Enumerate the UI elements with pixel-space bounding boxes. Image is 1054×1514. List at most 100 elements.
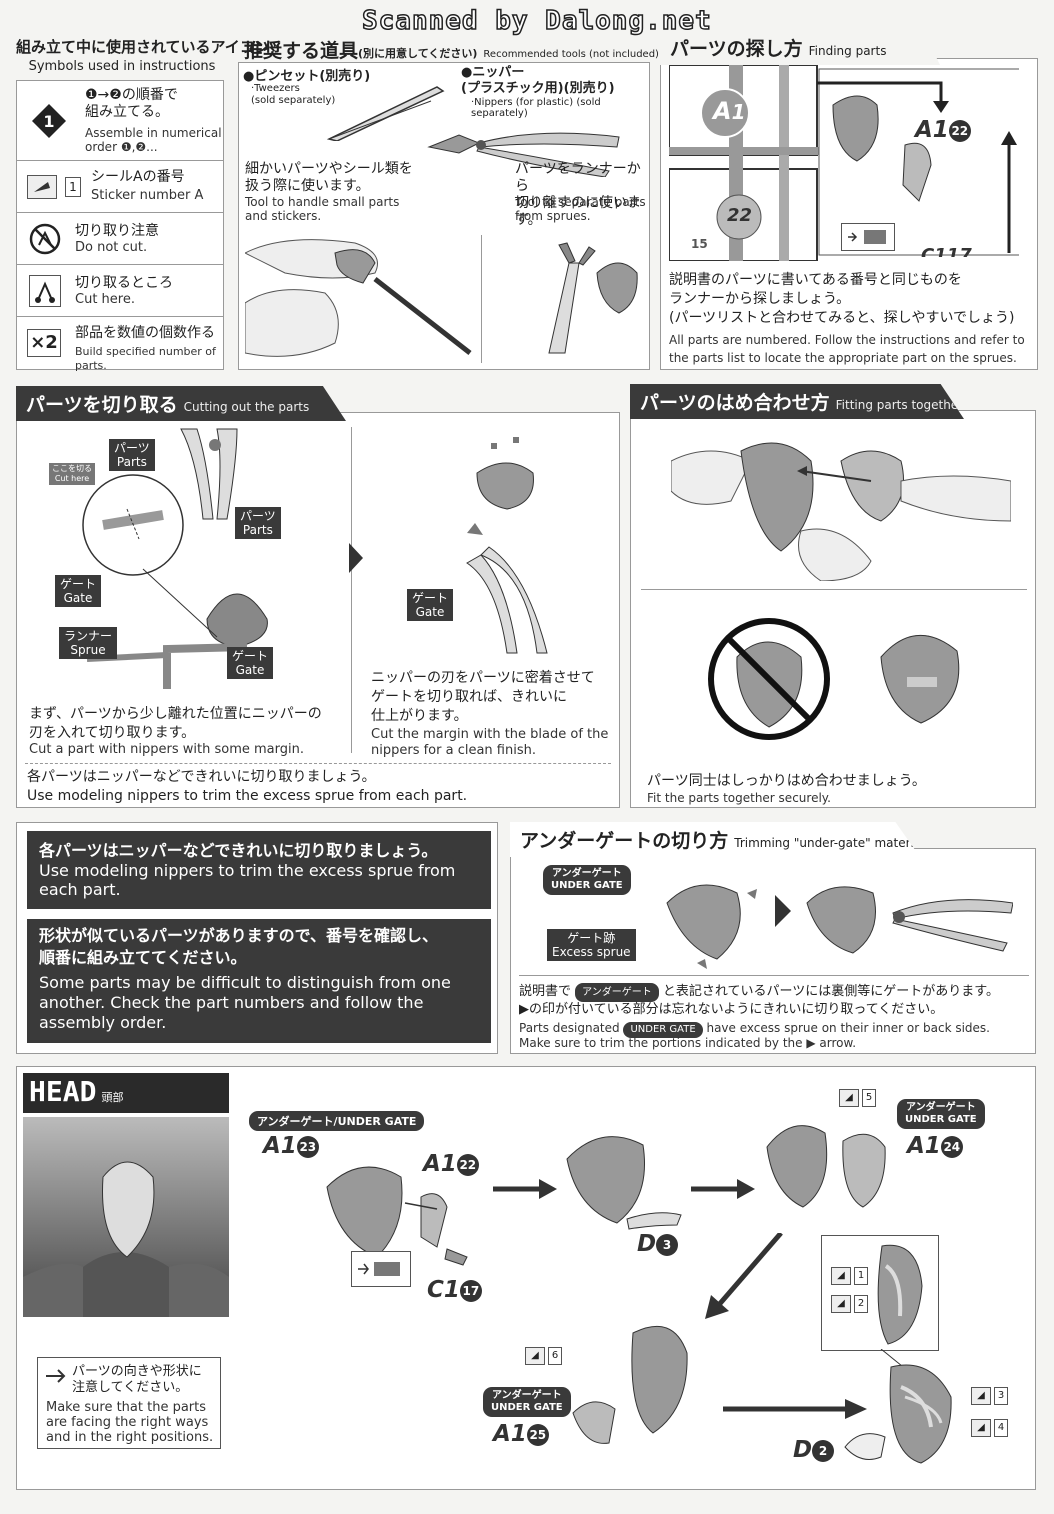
head-title-jp: 頭部: [101, 1091, 124, 1104]
head-arrow-4: [723, 1397, 867, 1421]
tweezers-usage-illustration: [245, 233, 475, 365]
cutting-step2-en: Cut the margin with the blade of the nip…: [371, 727, 609, 758]
cutting-step1-illustration: [47, 419, 337, 709]
nippers-label-en: ·Nippers (for plastic) (sold separately): [471, 97, 601, 119]
head-title-en: HEAD: [29, 1075, 97, 1108]
sticker-icon: ◢: [971, 1387, 991, 1405]
finding-desc-jp: 説明書のパーツに書いてある番号と同じものを ランナーから探しましょう。 (パーツ…: [669, 272, 1015, 326]
sticker-icon: ◢: [839, 1089, 859, 1107]
cutting-footer-divider: [25, 763, 611, 764]
sticker-icon: ◢: [971, 1419, 991, 1437]
fitting-divider: [641, 589, 1027, 590]
symbol-row-donotcut: 切り取り注意 Do not cut.: [17, 213, 223, 265]
head-sticker-6: ◢6: [525, 1347, 562, 1365]
head-location-image: [23, 1117, 229, 1317]
head-arrow-1: [493, 1177, 557, 1201]
cutting-next-arrow: [347, 543, 363, 573]
sticker-icon: ◢: [831, 1267, 851, 1285]
sticker-icon: ◢: [831, 1295, 851, 1313]
fitting-panel: パーツ同士はしっかりはめ合わせましょう。 Fit the parts toget…: [630, 410, 1036, 808]
notice-2-en: Some parts may be difficult to distingui…: [39, 973, 451, 1032]
head-cut-detail: [351, 1251, 411, 1287]
symbol-sticker-jp: シールAの番号: [91, 169, 185, 185]
finding-desc-en: All parts are numbered. Follow the instr…: [669, 333, 1025, 365]
tools-divider: [481, 235, 482, 363]
runner-tag-a: A1: [713, 97, 746, 125]
symbols-title-jp: 組み立て中に使用されているアイコン: [16, 38, 270, 56]
runner-number-15: 15: [691, 237, 708, 251]
symbol-donotcut-jp: 切り取り注意: [75, 223, 159, 239]
x2-icon: ×2: [27, 329, 61, 357]
symbol-row-order: 1 ❶→❷の順番で 組み立てる。 Assemble in numerical o…: [17, 81, 223, 161]
tweezers-desc-en: Tool to handle small parts and stickers.: [245, 195, 400, 223]
cutting-step2-illustration: [437, 423, 617, 673]
head-step2-illustration: [557, 1119, 707, 1239]
cut-here-icon: [29, 275, 61, 307]
symbols-title-en: Symbols used in instructions: [28, 59, 216, 74]
head-title-box: HEAD 頭部: [23, 1073, 229, 1113]
symbol-donotcut-en: Do not cut.: [75, 240, 148, 255]
sticker-number-box: 1: [65, 177, 81, 197]
nippers-usage-illustration: [509, 233, 639, 365]
head-note-jp: パーツの向きや形状に 注意してください。: [72, 1364, 202, 1395]
notice-1: 各パーツはニッパーなどできれいに切り取りましょう。 Use modeling n…: [27, 831, 491, 909]
cutting-footer-jp: 各パーツはニッパーなどできれいに切り取りましょう。: [27, 769, 376, 785]
head-panel: HEAD 頭部 パーツの向きや形状に 注意してください。 Make sure t…: [16, 1066, 1036, 1490]
watermark: Scanned by Dalong.net: [361, 5, 712, 37]
finding-cut-detail: [841, 223, 895, 251]
head-arrow-3: [697, 1233, 787, 1323]
fitting-desc-jp: パーツ同士はしっかりはめ合わせましょう。: [647, 773, 926, 789]
runner-illustration: [669, 65, 1019, 261]
symbol-cuthere-en: Cut here.: [75, 292, 135, 307]
undergate-desc-jp-line2: ▶の印が付いている部分は忘れないようにきれいに切り取ってください。: [519, 1002, 944, 1017]
cutting-footer-en: Use modeling nippers to trim the excess …: [27, 788, 468, 804]
tweezers-label-jp: ●ピンセット(別売り): [243, 69, 371, 84]
notice-panel: 各パーツはニッパーなどできれいに切り取りましょう。 Use modeling n…: [16, 822, 498, 1054]
finding-code-c1-17: C117: [921, 245, 972, 257]
undergate-pill-en: UNDER GATE: [623, 1022, 703, 1038]
note-arrow-icon: [46, 1368, 66, 1384]
head-step1-illustration: [317, 1147, 487, 1267]
head-sticker-2: ◢2: [831, 1295, 868, 1313]
symbol-cuthere-jp: 切り取るところ: [75, 275, 173, 291]
head-sticker-5: ◢5: [839, 1089, 876, 1107]
head-step4-illustration: [569, 1313, 709, 1453]
head-step5-illustration: [841, 1357, 981, 1467]
tools-title: 推奨する道具(別に用意してください)Recommended tools (not…: [244, 40, 659, 62]
undergate-part-illustration: [657, 863, 767, 973]
tweezers-label-en: ·Tweezers (sold separately): [251, 83, 336, 106]
tweezers-illustration: [319, 81, 449, 141]
nippers-desc-jp: パーツをランナーから 切り離すのに使います。: [515, 161, 641, 228]
tools-panel: ●ピンセット(別売り) ·Tweezers (sold separately) …: [238, 62, 650, 370]
head-sticker-4: ◢4: [971, 1419, 1008, 1437]
symbols-panel: 1 ❶→❷の順番で 組み立てる。 Assemble in numerical o…: [16, 80, 224, 372]
cutting-step1-jp: まず、パーツから少し離れた位置にニッパーの 刃を入れて切り取ります。: [29, 706, 322, 741]
head-note-box: パーツの向きや形状に 注意してください。 Make sure that the …: [37, 1357, 221, 1449]
fitting-desc-en: Fit the parts together securely.: [647, 791, 831, 805]
symbol-multiple-en: Build specified number of parts.: [75, 345, 216, 372]
undergate-trim-illustration: [803, 873, 1013, 963]
symbol-multiple-jp: 部品を数値の個数作る: [75, 325, 215, 341]
fitting-illustration-1: [671, 421, 1011, 581]
undergate-pill-jp: アンダーゲート: [575, 983, 659, 1002]
sticker-icon: ◢: [525, 1347, 545, 1365]
notice-1-jp: 各パーツはニッパーなどできれいに切り取りましょう。: [39, 841, 438, 860]
symbol-row-sticker: 1 シールAの番号 Sticker number A: [17, 161, 223, 213]
head-detail-inset: [821, 1235, 939, 1351]
symbols-section: 組み立て中に使用されているアイコン Symbols used in instru…: [16, 36, 270, 370]
cutting-step1-en: Cut a part with nippers with some margin…: [29, 742, 304, 757]
